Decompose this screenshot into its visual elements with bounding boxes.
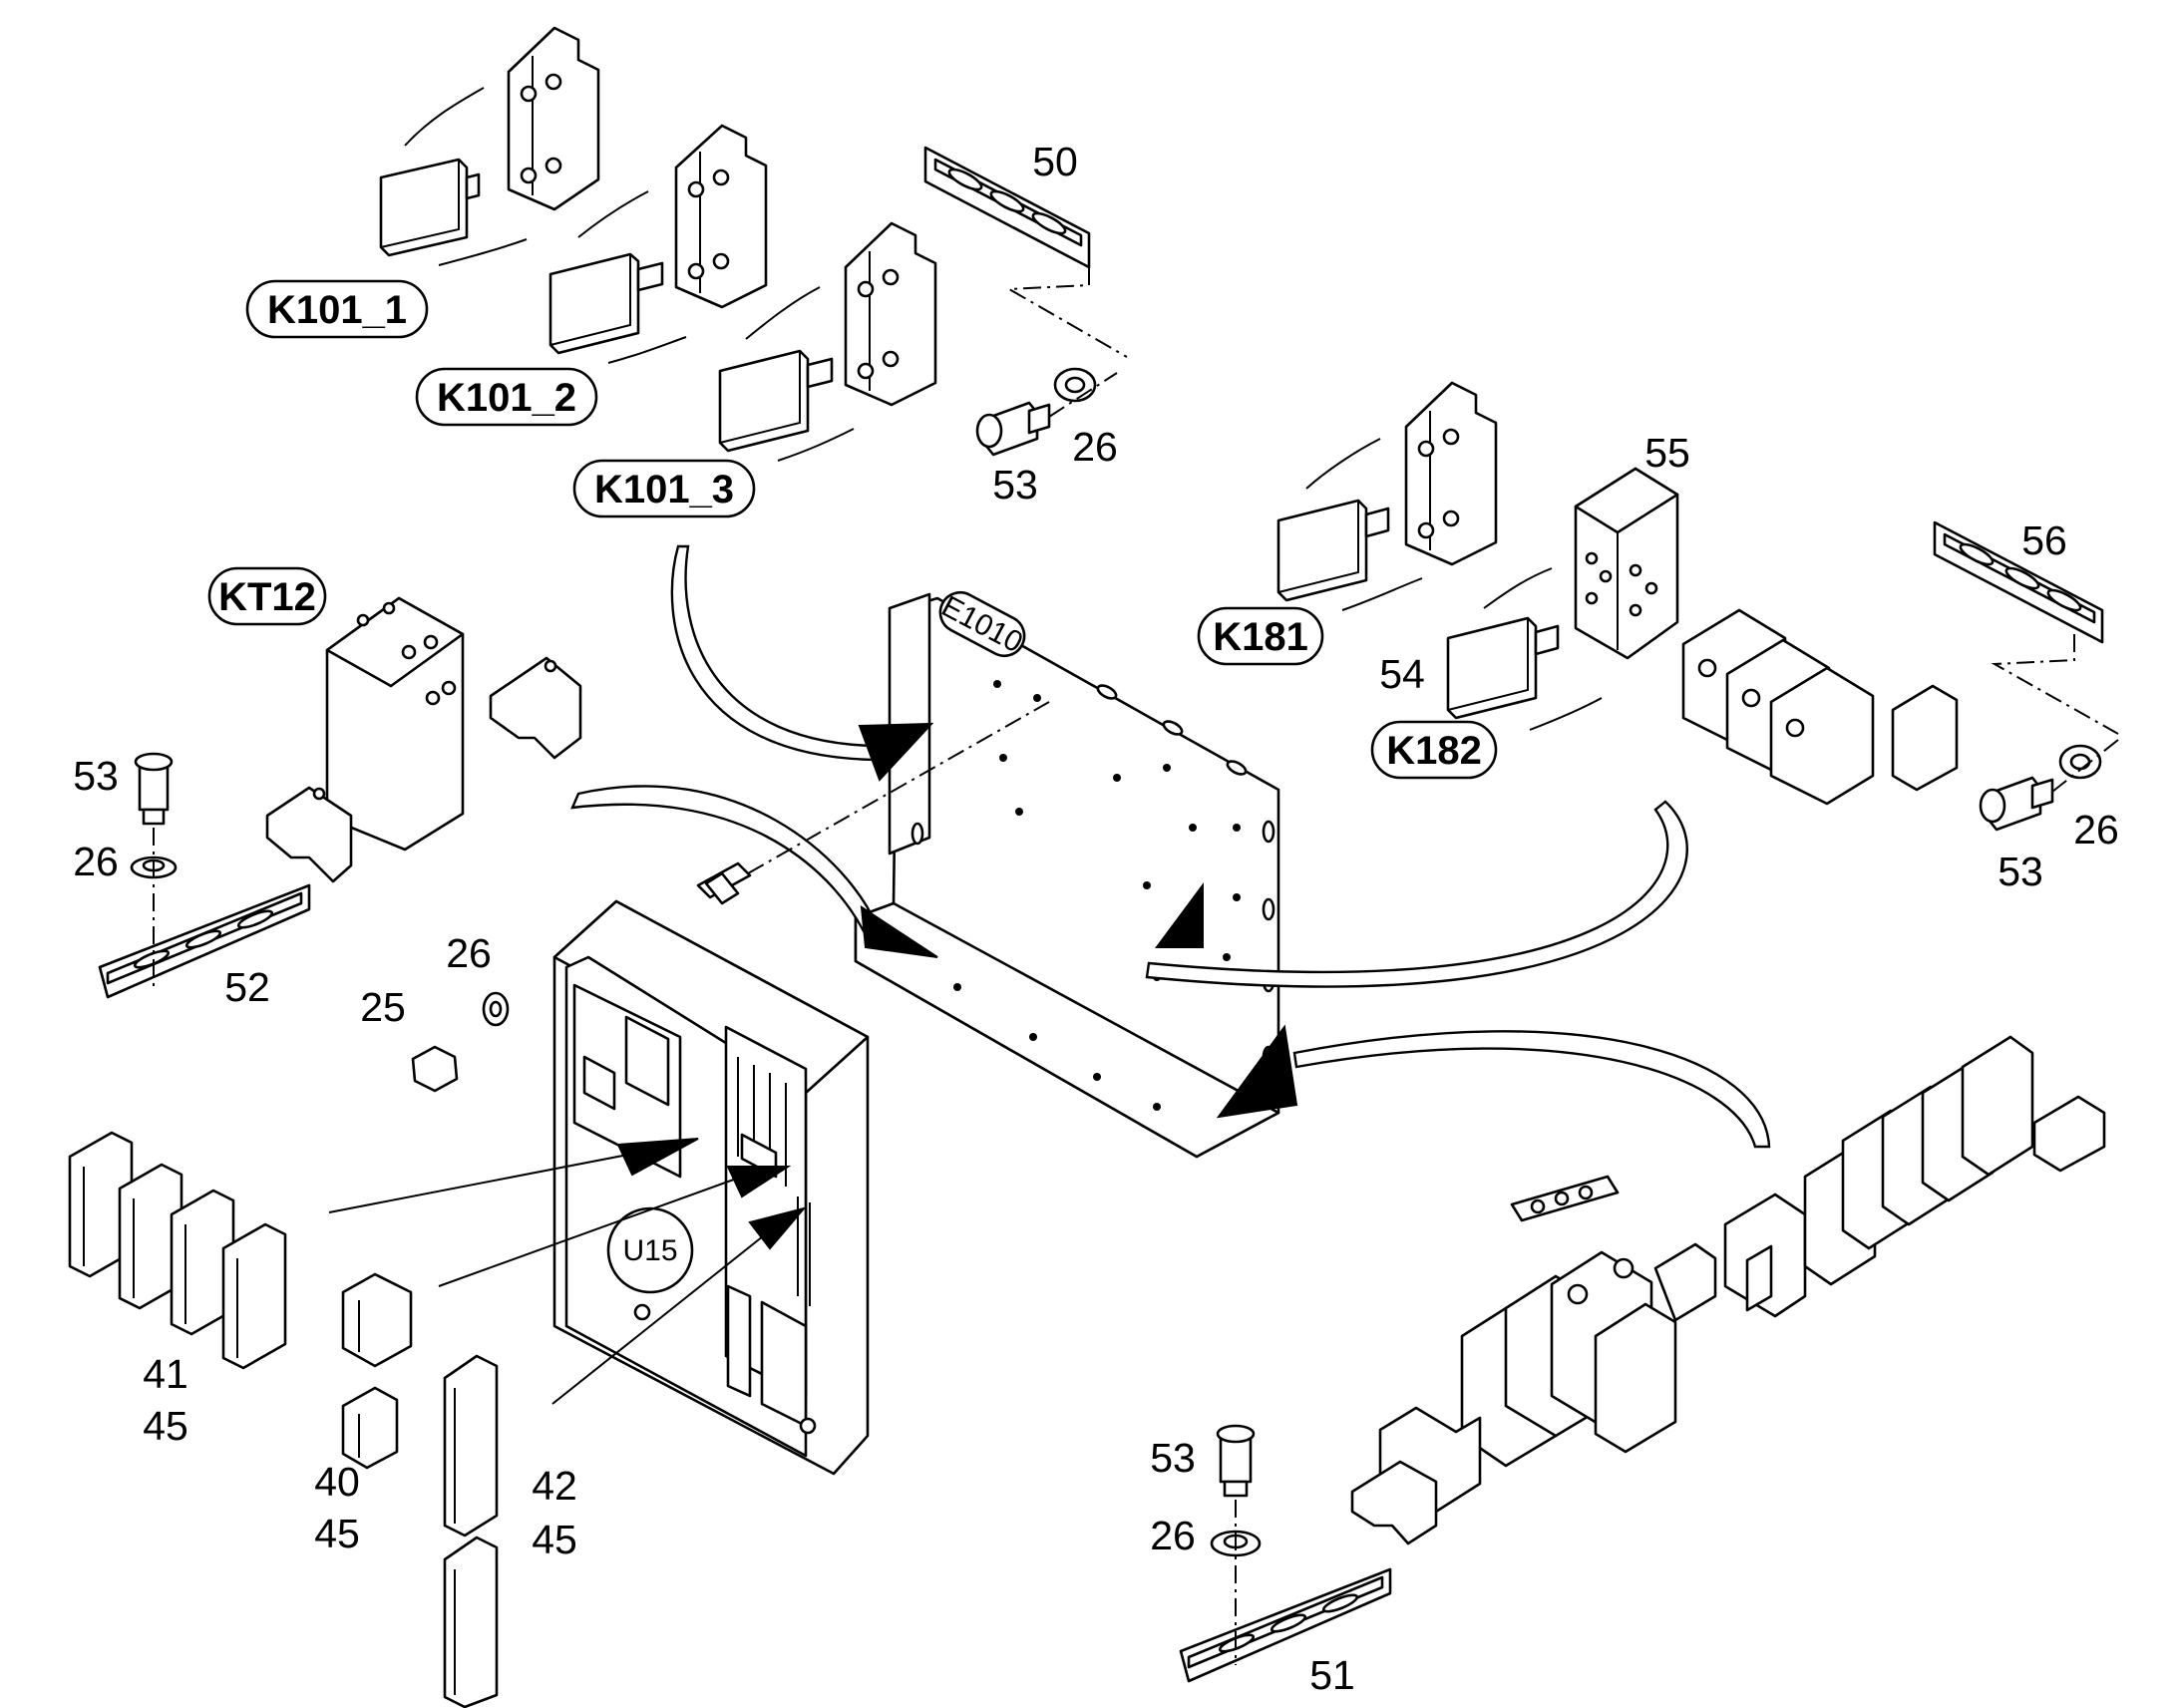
terminal-assembly-bottom — [1350, 1035, 2106, 1545]
assembly-arrow-k181 — [1145, 800, 1688, 988]
end-cap-kt12-lower — [265, 786, 353, 883]
din-rail-50 — [923, 146, 1091, 269]
screw-53-right — [1979, 776, 2054, 832]
assembly-arrow-kt12 — [570, 785, 938, 958]
connectors-40 — [341, 1272, 413, 1470]
leader-connectors-40 — [438, 1176, 743, 1287]
end-cap-kt12-upper — [489, 656, 582, 760]
washer-26-right — [2058, 744, 2102, 780]
relay-socket-k101-3 — [844, 221, 937, 407]
part-number-40: 40 — [314, 1459, 360, 1505]
svg-text:KT12: KT12 — [218, 575, 316, 619]
relay-socket-k101-2 — [674, 124, 768, 309]
clip-k181 — [1305, 438, 1423, 611]
part-number-53-left: 53 — [73, 753, 119, 799]
connectors-41 — [68, 1131, 287, 1370]
screw-53-top — [975, 401, 1051, 457]
screw-53-left — [134, 752, 174, 826]
mounting-plate-e1010: E1010 — [854, 590, 1280, 1159]
clip-k101-2 — [577, 190, 687, 364]
svg-text:K181: K181 — [1213, 615, 1308, 659]
clip-k101-1 — [404, 87, 528, 266]
part-number-42: 42 — [532, 1463, 577, 1509]
part-number-50: 50 — [1032, 139, 1078, 184]
washer-26-mid — [482, 991, 510, 1027]
component-tag-k182: K182 — [1370, 720, 1498, 780]
terminal-blocks-right — [1681, 608, 1875, 806]
part-number-56: 56 — [2021, 517, 2067, 563]
end-cap-right — [1891, 684, 1959, 792]
svg-text:K101_2: K101_2 — [437, 376, 576, 420]
standoff — [696, 861, 752, 905]
screw-53-bottom — [1216, 1424, 1256, 1498]
svg-text:K101_3: K101_3 — [594, 468, 734, 512]
part-number-26-bottom: 26 — [1150, 1513, 1196, 1558]
part-number-52: 52 — [224, 964, 270, 1010]
relay-socket-55 — [1574, 467, 1679, 660]
rail-50-axis — [1005, 267, 1128, 358]
part-number-54: 54 — [1379, 651, 1425, 697]
din-rail-56 — [1933, 520, 2104, 644]
relay-socket-k101-1 — [507, 26, 600, 211]
leader-connectors-42 — [551, 1215, 789, 1405]
part-number-25: 25 — [360, 984, 406, 1030]
standoff-axis — [747, 701, 1050, 874]
component-tag-k101-1: K101_1 — [245, 279, 429, 339]
part-number-26-mid: 26 — [446, 930, 492, 976]
din-rail-51 — [1179, 1567, 1392, 1683]
plate-label-pill — [938, 590, 1026, 658]
part-number-53-right: 53 — [1998, 849, 2043, 894]
part-number-55: 55 — [1644, 430, 1690, 476]
din-rail-52 — [98, 883, 311, 999]
relay-k101-1 — [379, 158, 481, 257]
relay-k181 — [1276, 499, 1390, 602]
component-tag-kt12: KT12 — [207, 566, 327, 626]
part-number-51: 51 — [1309, 1652, 1355, 1698]
screw-53-right-axis — [2051, 739, 2119, 793]
clip-k182 — [1483, 567, 1603, 731]
part-number-53-top: 53 — [992, 462, 1038, 508]
controller-label: U15 — [622, 1234, 677, 1267]
relay-k101-2 — [548, 252, 664, 355]
part-number-45-c: 45 — [532, 1517, 577, 1562]
relay-k182 — [1446, 616, 1560, 720]
component-tag-k101-3: K101_3 — [572, 459, 756, 518]
part-number-26-left: 26 — [73, 839, 119, 884]
part-number-45-b: 45 — [314, 1511, 360, 1556]
component-tag-k181: K181 — [1197, 606, 1324, 666]
assembly-arrow-terminals — [1216, 1024, 1771, 1149]
svg-text:K101_1: K101_1 — [267, 288, 407, 332]
relay-socket-k181 — [1404, 381, 1498, 566]
svg-text:K182: K182 — [1386, 729, 1482, 773]
nut-25 — [411, 1045, 459, 1093]
part-number-26-right: 26 — [2073, 807, 2119, 853]
part-number-26-top: 26 — [1072, 424, 1118, 470]
part-number-53-bottom: 53 — [1150, 1435, 1196, 1481]
screw-53-top-axis — [1048, 372, 1118, 418]
controller-dial — [606, 1206, 694, 1294]
washer-26-top — [1053, 367, 1097, 403]
relay-k101-3 — [718, 349, 834, 453]
part-number-45-a: 45 — [143, 1403, 188, 1449]
component-tag-k101-2: K101_2 — [415, 367, 598, 427]
connectors-42 — [443, 1354, 499, 1708]
timer-kt12 — [325, 596, 465, 852]
rail-56-axis — [1991, 634, 2119, 735]
assembly-arrow-k101 — [670, 544, 934, 782]
clip-k101-3 — [745, 286, 855, 462]
part-number-41: 41 — [143, 1351, 188, 1397]
